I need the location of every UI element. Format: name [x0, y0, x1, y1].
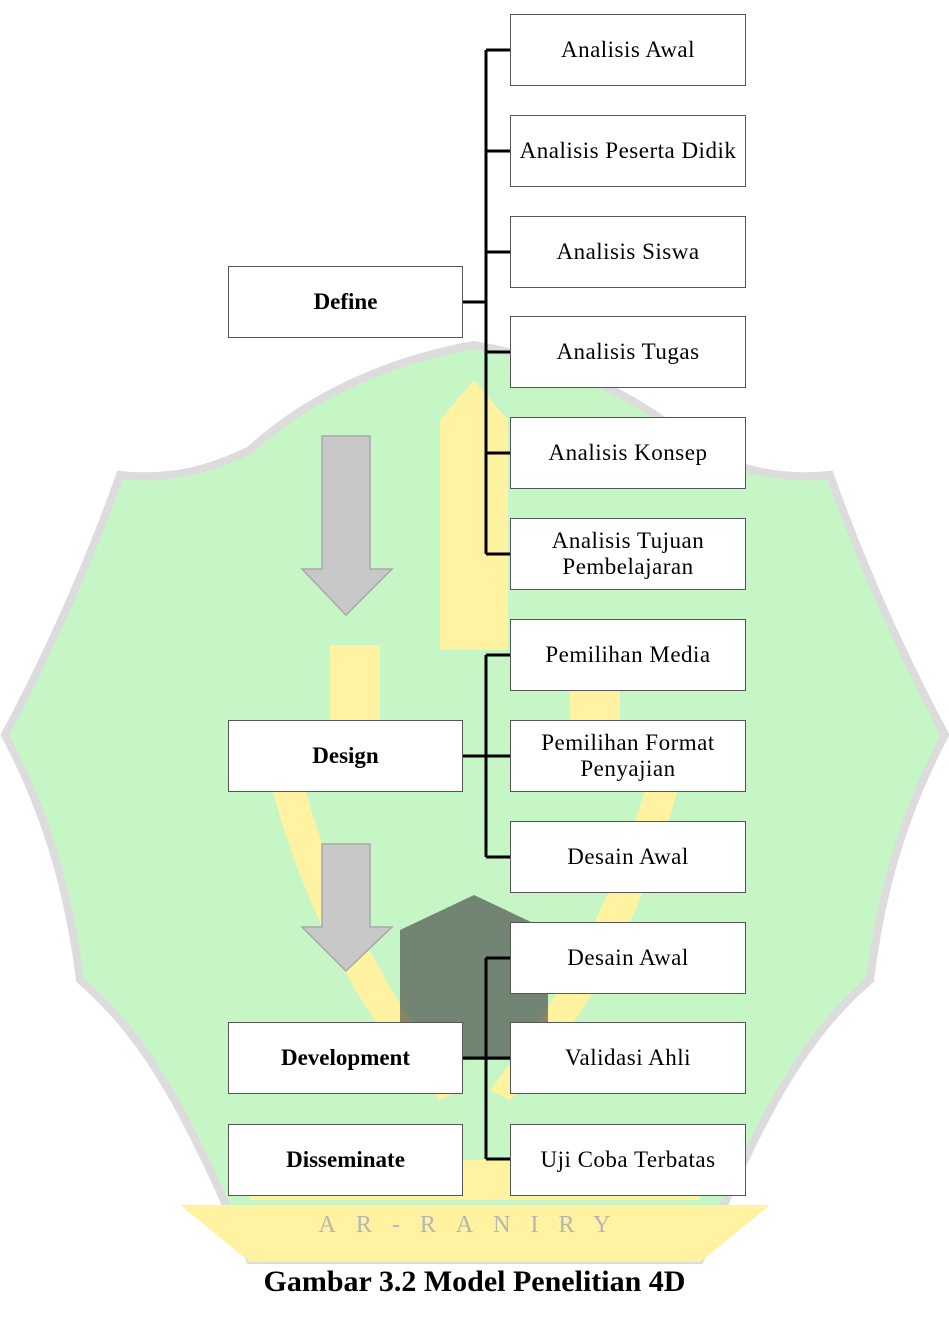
- minaret: [440, 380, 508, 650]
- step-desain-awal-dev: Desain Awal: [510, 922, 746, 994]
- step-analisis-awal: Analisis Awal: [510, 14, 746, 86]
- step-pemilihan-media: Pemilihan Media: [510, 619, 746, 691]
- step-analisis-konsep: Analisis Konsep: [510, 417, 746, 489]
- left-blade: [270, 770, 460, 1100]
- figure-caption: Gambar 3.2 Model Penelitian 4D: [263, 1265, 686, 1298]
- phase-define: Define: [228, 266, 463, 338]
- phase-disseminate: Disseminate: [228, 1124, 463, 1196]
- step-analisis-tugas: Analisis Tugas: [510, 316, 746, 388]
- step-analisis-peserta-didik: Analisis Peserta Didik: [510, 115, 746, 187]
- arrow-design-to-development: [300, 843, 394, 973]
- phase-design: Design: [228, 720, 463, 792]
- watermark-text: AR-RANIRY: [318, 1212, 631, 1238]
- step-analisis-siswa: Analisis Siswa: [510, 216, 746, 288]
- arrow-define-to-design: [300, 435, 394, 617]
- step-pemilihan-format-penyajian: Pemilihan Format Penyajian: [510, 720, 746, 792]
- step-validasi-ahli: Validasi Ahli: [510, 1022, 746, 1094]
- step-uji-coba-terbatas: Uji Coba Terbatas: [510, 1124, 746, 1196]
- step-analisis-tujuan-pembelajaran: Analisis Tujuan Pembelajaran: [510, 518, 746, 590]
- phase-development: Development: [228, 1022, 463, 1094]
- bottom-ribbon: [180, 1205, 770, 1262]
- step-desain-awal: Desain Awal: [510, 821, 746, 893]
